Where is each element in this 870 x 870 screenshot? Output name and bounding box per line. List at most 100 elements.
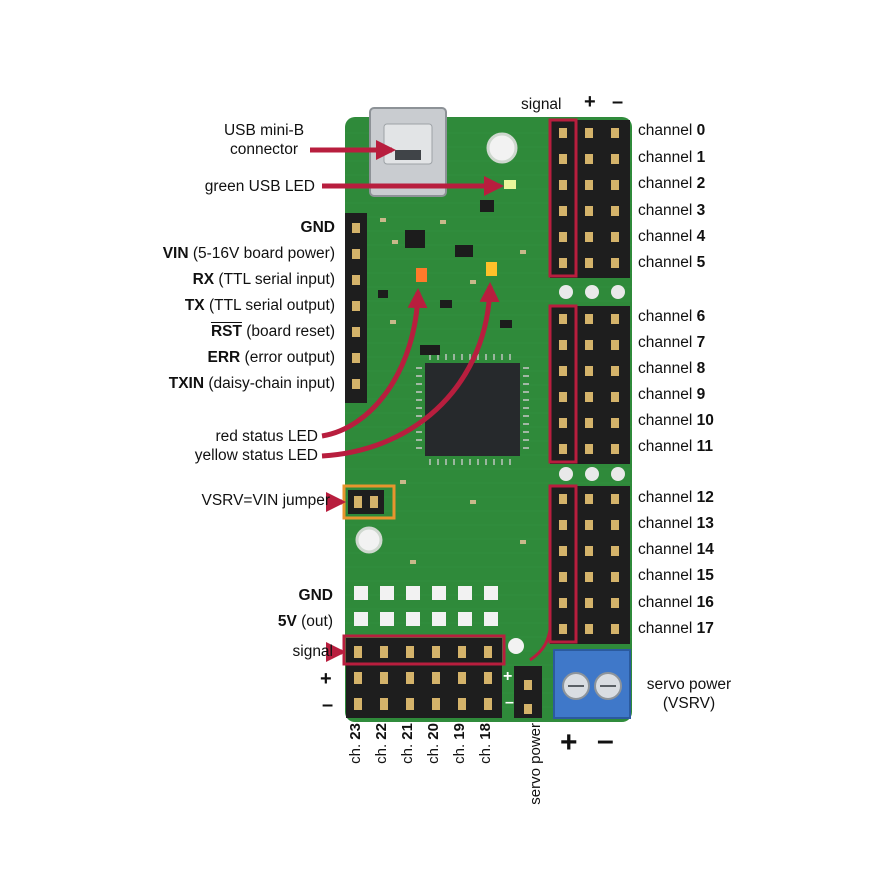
rst-label: RST (board reset) — [210, 323, 335, 340]
header-pin — [432, 698, 440, 710]
header-pin — [585, 624, 593, 634]
header-pin — [559, 546, 567, 556]
yellow-led — [486, 262, 497, 276]
bottom-channel-label-22: ch. 22 — [373, 723, 390, 764]
header-pin — [559, 598, 567, 608]
header-pin — [611, 232, 619, 242]
header-pin — [559, 154, 567, 164]
header-pin — [611, 366, 619, 376]
channel-number: 3 — [696, 202, 706, 219]
bottom-channel-label-23: ch. 23 — [347, 723, 364, 764]
header-pin — [585, 598, 593, 608]
channel-word: channel — [638, 149, 697, 166]
header-pin — [559, 366, 567, 376]
servo-power-label-line2: (VSRV) — [662, 695, 716, 712]
header-pin — [458, 672, 466, 684]
channel-word: channel — [638, 594, 697, 611]
header-pin — [458, 646, 466, 658]
header-pin — [484, 672, 492, 684]
header-pin — [611, 206, 619, 216]
yellow-led-label: yellow status LED — [194, 447, 318, 464]
left-header — [345, 213, 367, 403]
channel-word: channel — [638, 541, 697, 558]
5v-label: 5V (out) — [277, 613, 333, 630]
header-pin — [354, 646, 362, 658]
header-pin — [524, 680, 532, 690]
rx-label: RX (TTL serial input) — [192, 271, 335, 288]
vin-label: VIN (5-16V board power) — [162, 245, 335, 262]
header-pin — [458, 698, 466, 710]
header-pin — [406, 698, 414, 710]
channel-word: channel — [638, 228, 697, 245]
channel-word: channel — [638, 515, 697, 532]
mount-hole-top — [486, 132, 518, 164]
signal-box-12-17 — [548, 484, 578, 644]
header-pin — [585, 258, 593, 268]
bottom-channel-label-21: ch. 21 — [399, 723, 416, 764]
channel-label-10: channel 10 — [638, 412, 714, 430]
header-pin — [611, 598, 619, 608]
channel-word: channel — [638, 202, 697, 219]
board-plus-mark: + — [503, 668, 513, 685]
channel-number: 0 — [696, 122, 706, 139]
header-pin — [559, 418, 567, 428]
vsrv-jumper — [348, 490, 384, 514]
arrow-yellow-led — [321, 282, 500, 459]
header-pin — [585, 314, 593, 324]
gnd2-label: GND — [298, 587, 333, 604]
usb-label-line2: connector — [229, 141, 299, 158]
terminal-minus-label: – — [597, 724, 614, 757]
header-pin — [559, 314, 567, 324]
header-pin — [484, 698, 492, 710]
channel-word: channel — [638, 438, 697, 455]
header-pin — [611, 180, 619, 190]
header-pin — [585, 520, 593, 530]
channel-label-0: channel 0 — [638, 122, 705, 140]
header-pin — [585, 154, 593, 164]
terminal-plus-label: + — [560, 726, 578, 759]
channel-number: 16 — [696, 594, 714, 611]
header-pin — [611, 546, 619, 556]
channel-label-1: channel 1 — [638, 149, 705, 167]
header-pin — [559, 232, 567, 242]
header-pin — [380, 698, 388, 710]
channel-label-15: channel 15 — [638, 567, 714, 585]
channel-word: channel — [638, 254, 697, 271]
channel-number: 9 — [696, 386, 706, 403]
channel-label-4: channel 4 — [638, 228, 705, 246]
header-pin — [484, 646, 492, 658]
header-pin — [585, 366, 593, 376]
bottom-channel-label-19: ch. 19 — [451, 723, 468, 764]
channel-number: 4 — [696, 228, 706, 245]
header-pin — [406, 646, 414, 658]
header-pin — [559, 520, 567, 530]
channel-word: channel — [638, 122, 697, 139]
err-label: ERR (error output) — [207, 349, 336, 366]
header-pin — [611, 418, 619, 428]
header-pin — [611, 494, 619, 504]
channel-label-9: channel 9 — [638, 386, 705, 404]
header-pin — [559, 572, 567, 582]
header-pin — [559, 494, 567, 504]
header-pin — [611, 520, 619, 530]
header-pin — [432, 646, 440, 658]
mount-hole-bottom — [355, 526, 383, 554]
minus2-label: – — [322, 694, 334, 716]
servo-power-label-line1: servo power — [646, 676, 732, 693]
header-pin — [406, 672, 414, 684]
plus2-label: + — [320, 668, 332, 690]
channel-number: 10 — [696, 412, 714, 429]
bottom-channel-label-18: ch. 18 — [477, 723, 494, 764]
header-pin — [585, 494, 593, 504]
header-pin — [585, 572, 593, 582]
header-pin — [585, 128, 593, 138]
top-plus-label: + — [584, 91, 596, 113]
channel-number: 14 — [696, 541, 714, 558]
header-pin — [354, 672, 362, 684]
green-led-label: green USB LED — [204, 178, 315, 195]
top-signal-label: signal — [521, 96, 562, 113]
header-pin — [559, 258, 567, 268]
header-pin — [559, 128, 567, 138]
header-pin — [585, 546, 593, 556]
